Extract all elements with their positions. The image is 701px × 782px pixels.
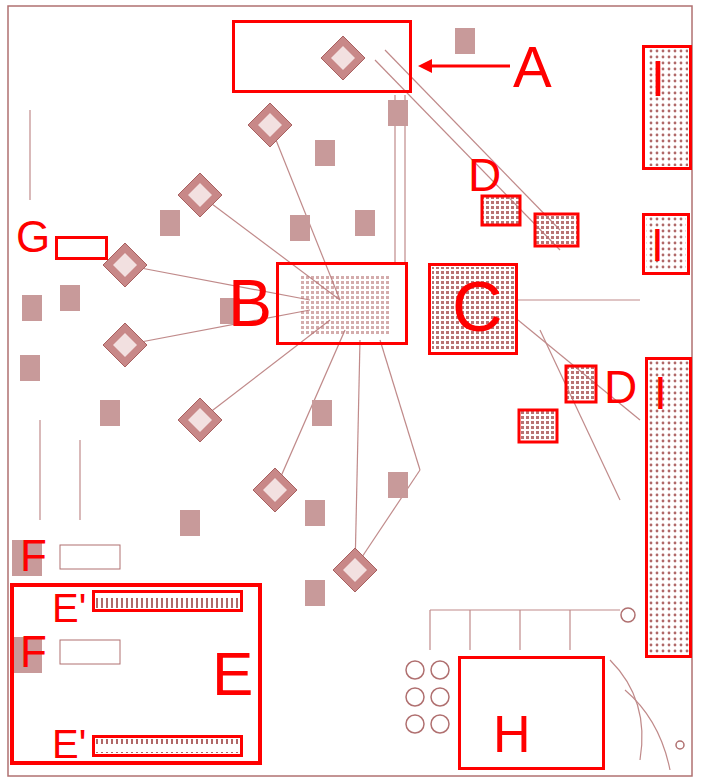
- callout-letter: F: [20, 534, 47, 578]
- callout-box: H: [458, 656, 605, 770]
- callout-letter: D: [604, 364, 637, 410]
- callout-letter: F: [20, 630, 47, 674]
- callout-box: E E' E': [10, 583, 262, 765]
- callout-letter: E: [212, 643, 253, 705]
- callout-letter: H: [493, 708, 531, 760]
- callout-box: B: [276, 262, 408, 345]
- callout-letter: C: [452, 272, 503, 342]
- callout-box: I: [645, 357, 692, 658]
- callout-box: C: [428, 263, 518, 355]
- callout-box: E': [92, 735, 243, 757]
- callout-letter: G: [16, 215, 50, 259]
- callout-letter: I: [654, 370, 667, 416]
- callout-letter: E': [52, 724, 86, 764]
- callout-letter: E': [52, 588, 86, 628]
- callout-box: A: [232, 20, 412, 93]
- callout-letter: B: [228, 270, 272, 336]
- callout-box: G: [55, 236, 108, 260]
- callout-letter: I: [651, 222, 664, 268]
- callout-letter: A: [513, 38, 552, 96]
- callout-letter: I: [651, 54, 665, 104]
- callout-box: E': [92, 590, 243, 612]
- callout-letter: D: [468, 152, 501, 198]
- callout-box: I: [642, 213, 690, 275]
- callout-box: I: [642, 45, 692, 170]
